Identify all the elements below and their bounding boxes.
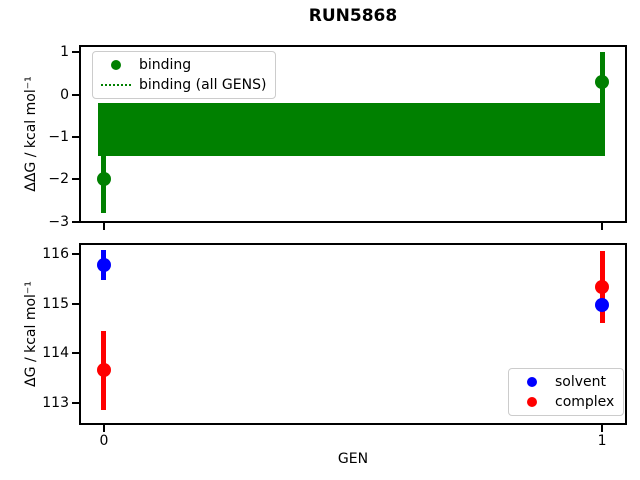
y-tick-label: 1 (60, 44, 69, 61)
solvent-data-point-marker (595, 297, 610, 312)
y-tick-mark (72, 220, 79, 223)
legend-entry-binding-all-gens: binding (all GENS) (99, 77, 266, 93)
x-tick-label: 0 (99, 433, 109, 449)
bottom-axes: 116 115 114 113 0 1 (42, 243, 627, 449)
uncertainty-band (97, 102, 606, 156)
legend-label-binding-all-gens: binding (all GENS) (139, 77, 267, 93)
plot-border (79, 243, 627, 425)
legend-label-binding: binding (139, 57, 192, 73)
legend-handle (99, 84, 133, 86)
legend-handle (515, 377, 549, 387)
x-tick-mark (102, 223, 105, 230)
solvent-dot-icon (527, 377, 537, 387)
x-tick-label: 1 (597, 433, 607, 449)
complex-data-point-marker (96, 363, 111, 378)
legend-handle (515, 397, 549, 407)
dotted-line-icon (101, 84, 131, 86)
y-tick-label: 114 (42, 345, 69, 362)
plot-border (79, 45, 627, 223)
y-tick-mark (72, 178, 79, 181)
y-tick-mark (72, 135, 79, 138)
y-tick-mark (72, 93, 79, 96)
legend-entry-complex: complex (515, 394, 614, 410)
y-tick-mark (72, 252, 79, 255)
x-tick-mark (601, 425, 604, 432)
y-tick-label: 113 (42, 394, 69, 411)
y-tick-label: −3 (48, 213, 69, 230)
x-axis-label: GEN (337, 451, 369, 467)
figure-title: RUN5868 (308, 6, 398, 26)
y-tick-label: −1 (48, 128, 69, 145)
binding-dot-icon (111, 60, 121, 70)
y-tick-label: 0 (60, 86, 69, 103)
bottom-legend: solvent complex (508, 368, 625, 416)
y-tick-mark (72, 401, 79, 404)
top-axes: 1 0 −1 −2 −3 (48, 44, 627, 230)
x-tick-mark (102, 425, 105, 432)
legend-label-complex: complex (555, 394, 615, 410)
solvent-data-point-marker (96, 257, 111, 272)
complex-dot-icon (527, 397, 537, 407)
legend-handle (99, 60, 133, 70)
legend-entry-binding: binding (99, 57, 266, 73)
y-tick-label: 115 (42, 295, 69, 312)
y-tick-mark (72, 51, 79, 54)
legend-entry-solvent: solvent (515, 374, 614, 390)
legend-label-solvent: solvent (555, 374, 607, 390)
y-tick-mark (72, 302, 79, 305)
binding-data-point-marker (595, 74, 610, 89)
y-tick-label: 116 (42, 245, 69, 262)
top-legend: binding binding (all GENS) (92, 51, 277, 99)
complex-data-point-marker (595, 280, 610, 295)
x-tick-mark (601, 223, 604, 230)
y-tick-label: −2 (48, 171, 69, 188)
y-tick-mark (72, 352, 79, 355)
binding-data-point-marker (96, 172, 111, 187)
